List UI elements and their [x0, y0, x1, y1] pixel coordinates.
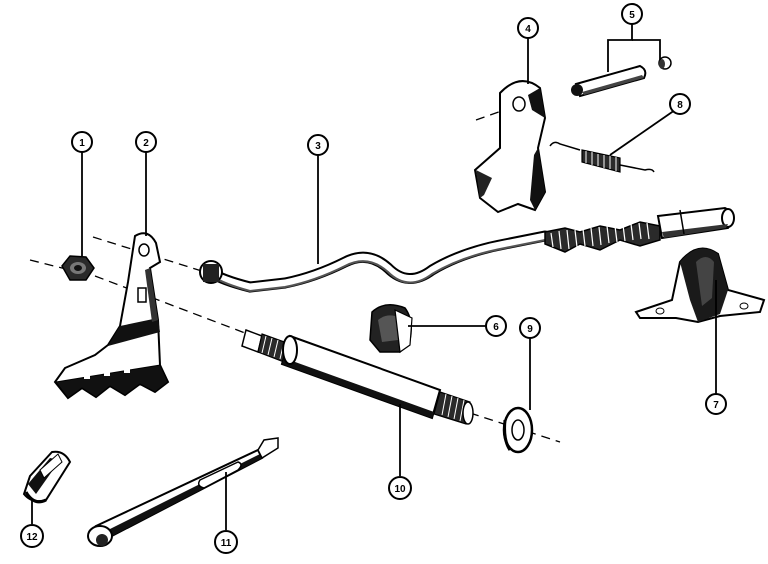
- callout-11-label: 11: [221, 538, 232, 549]
- threaded-shaft-part: [241, 329, 474, 425]
- callout-7-label: 7: [713, 400, 719, 411]
- callout-8: 8: [669, 93, 691, 115]
- callout-10: 10: [388, 476, 412, 500]
- pawl-plate-part: [473, 80, 547, 214]
- callout-2-label: 2: [143, 138, 149, 149]
- callout-11: 11: [214, 530, 238, 554]
- lever-arm-part: [87, 437, 279, 547]
- pin-and-cap-part: [571, 56, 672, 98]
- callout-4-label: 4: [525, 24, 531, 35]
- callout-3: 3: [307, 134, 329, 156]
- clip-part: [369, 304, 413, 354]
- callout-3-label: 3: [315, 141, 321, 152]
- callout-9-label: 9: [527, 324, 533, 335]
- callout-6: 6: [485, 315, 507, 337]
- assembly-centerlines: [29, 107, 561, 443]
- callout-1-label: 1: [79, 138, 85, 149]
- callout-10-label: 10: [394, 484, 406, 495]
- callout-6-label: 6: [493, 322, 499, 333]
- callout-12-label: 12: [26, 532, 38, 543]
- hex-nut-part: [61, 255, 95, 281]
- callout-2: 2: [135, 131, 157, 153]
- callout-5: 5: [621, 3, 643, 25]
- operating-rod-part: [199, 206, 735, 293]
- callout-7: 7: [705, 393, 727, 415]
- callout-1: 1: [71, 131, 93, 153]
- sector-bracket-part: [53, 232, 170, 400]
- callout-12: 12: [20, 524, 44, 548]
- tension-spring-part: [549, 141, 655, 173]
- callout-8-label: 8: [677, 100, 683, 111]
- callout-9: 9: [519, 317, 541, 339]
- callout-4: 4: [517, 17, 539, 39]
- callout-leader-lines: [31, 24, 717, 530]
- washer-part: [502, 406, 534, 454]
- callout-5-label: 5: [629, 10, 635, 21]
- clevis-clip-part: [22, 450, 72, 504]
- mounting-bracket-part: [634, 247, 766, 324]
